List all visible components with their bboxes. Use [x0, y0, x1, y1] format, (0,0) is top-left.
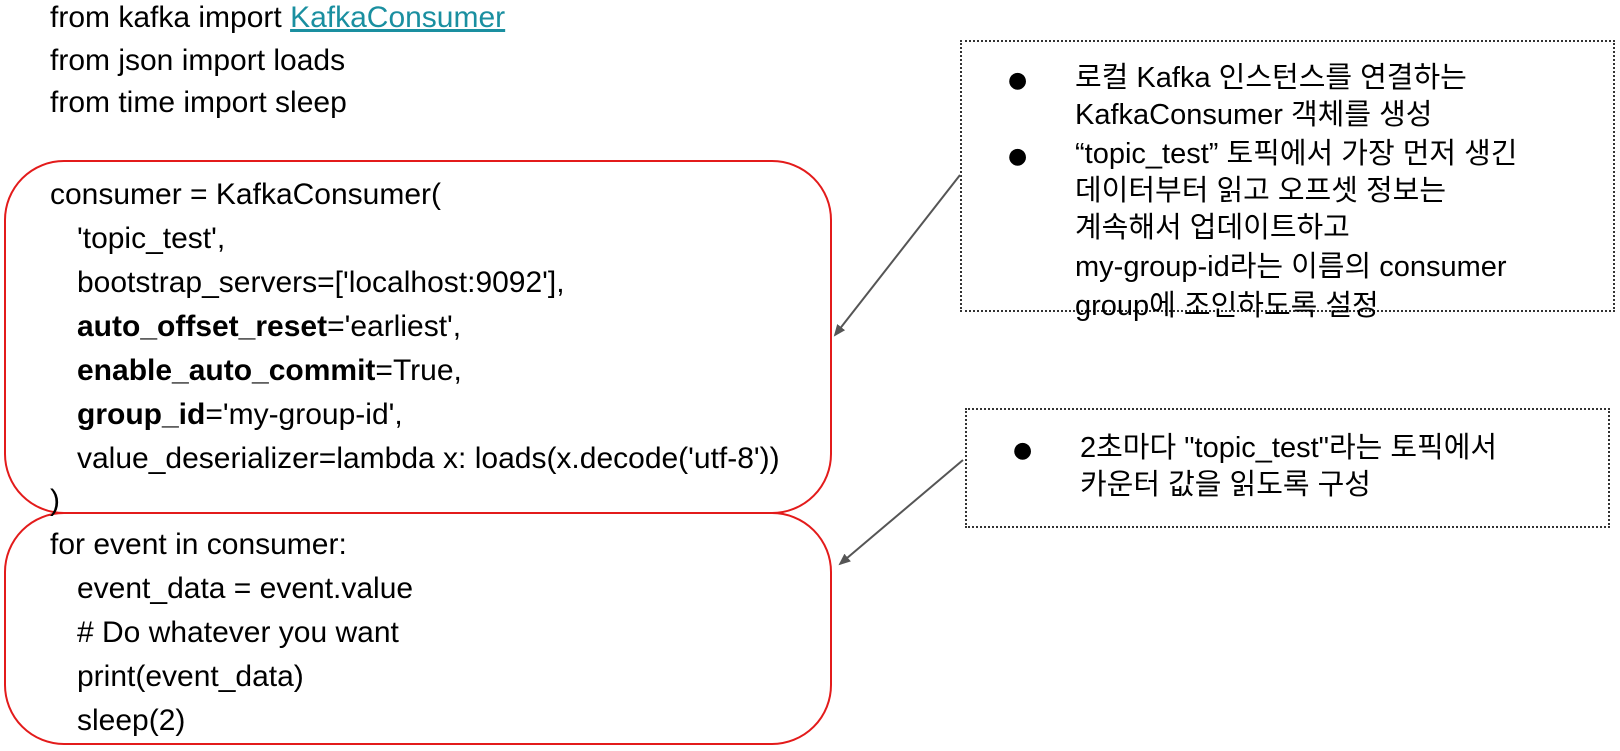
loop-highlight-box	[4, 512, 832, 745]
import-kafka-line: from kafka import KafkaConsumer	[50, 0, 505, 36]
consumer-open-line: consumer = KafkaConsumer(	[50, 178, 441, 211]
note-text: 인스턴스를 연결하는	[1210, 62, 1467, 94]
group-arg-line: group_id='my-group-id',	[77, 397, 403, 433]
note-item-1-line-1: 로컬 Kafka 인스턴스를 연결하는	[1075, 60, 1467, 97]
bootstrap-arg-line: bootstrap_servers=['localhost:9092'],	[77, 266, 565, 299]
loop-note-box	[965, 408, 1610, 528]
import-prefix: from kafka import	[50, 1, 291, 34]
note-item-2-line-2: 데이터부터 읽고 오프셋 정보는	[1075, 175, 1447, 207]
commit-value: =True,	[375, 354, 462, 387]
note-bullet-1: ●	[1008, 68, 1028, 93]
offset-key: auto_offset_reset	[77, 310, 328, 343]
deserializer-arg-line: value_deserializer=lambda x: loads(x.dec…	[77, 442, 780, 475]
offset-value: ='earliest',	[327, 310, 462, 343]
comment-line: # Do whatever you want	[77, 616, 399, 649]
note-item-2-line-5: group에 조인하도록 설정	[1075, 290, 1379, 322]
import-json-line: from json import loads	[50, 44, 346, 77]
note-item-2-line-1: “topic_test” 토픽에서 가장 먼저 생긴	[1075, 138, 1518, 170]
print-line: print(event_data)	[77, 660, 304, 693]
note-item-2-line-3: 계속해서 업데이트하고	[1075, 212, 1350, 244]
event-data-line: event_data = event.value	[77, 572, 414, 605]
note-item-2-line-4: my-group-id라는 이름의 consumer	[1075, 251, 1507, 283]
loop-note-line-1: 2초마다 "topic_test"라는 토픽에서	[1080, 432, 1498, 464]
for-loop-line: for event in consumer:	[50, 528, 347, 561]
consumer-close-line: )	[50, 484, 60, 517]
commit-key: enable_auto_commit	[77, 354, 376, 387]
note-item-1-line-2: KafkaConsumer 객체를 생성	[1075, 99, 1433, 131]
topic-arg-line: 'topic_test',	[77, 222, 226, 255]
loop-note-line-2: 카운터 값을 읽도록 구성	[1080, 469, 1371, 501]
top-callout-arrow	[833, 174, 961, 337]
bottom-callout-arrow	[838, 459, 964, 566]
import-time-line: from time import sleep	[50, 86, 347, 119]
consumer-note-box	[960, 40, 1615, 312]
group-key: group_id	[77, 398, 206, 431]
sleep-line: sleep(2)	[77, 704, 186, 737]
offset-arg-line: auto_offset_reset='earliest',	[77, 309, 461, 345]
note-bullet-3: ●	[1013, 438, 1033, 463]
kafka-consumer-link[interactable]: KafkaConsumer	[290, 1, 506, 34]
note-bullet-2: ●	[1008, 144, 1028, 169]
commit-arg-line: enable_auto_commit=True,	[77, 353, 462, 389]
note-text: 로컬	[1075, 62, 1137, 94]
group-value: ='my-group-id',	[205, 398, 403, 431]
note-text-kafka: Kafka	[1136, 62, 1211, 94]
